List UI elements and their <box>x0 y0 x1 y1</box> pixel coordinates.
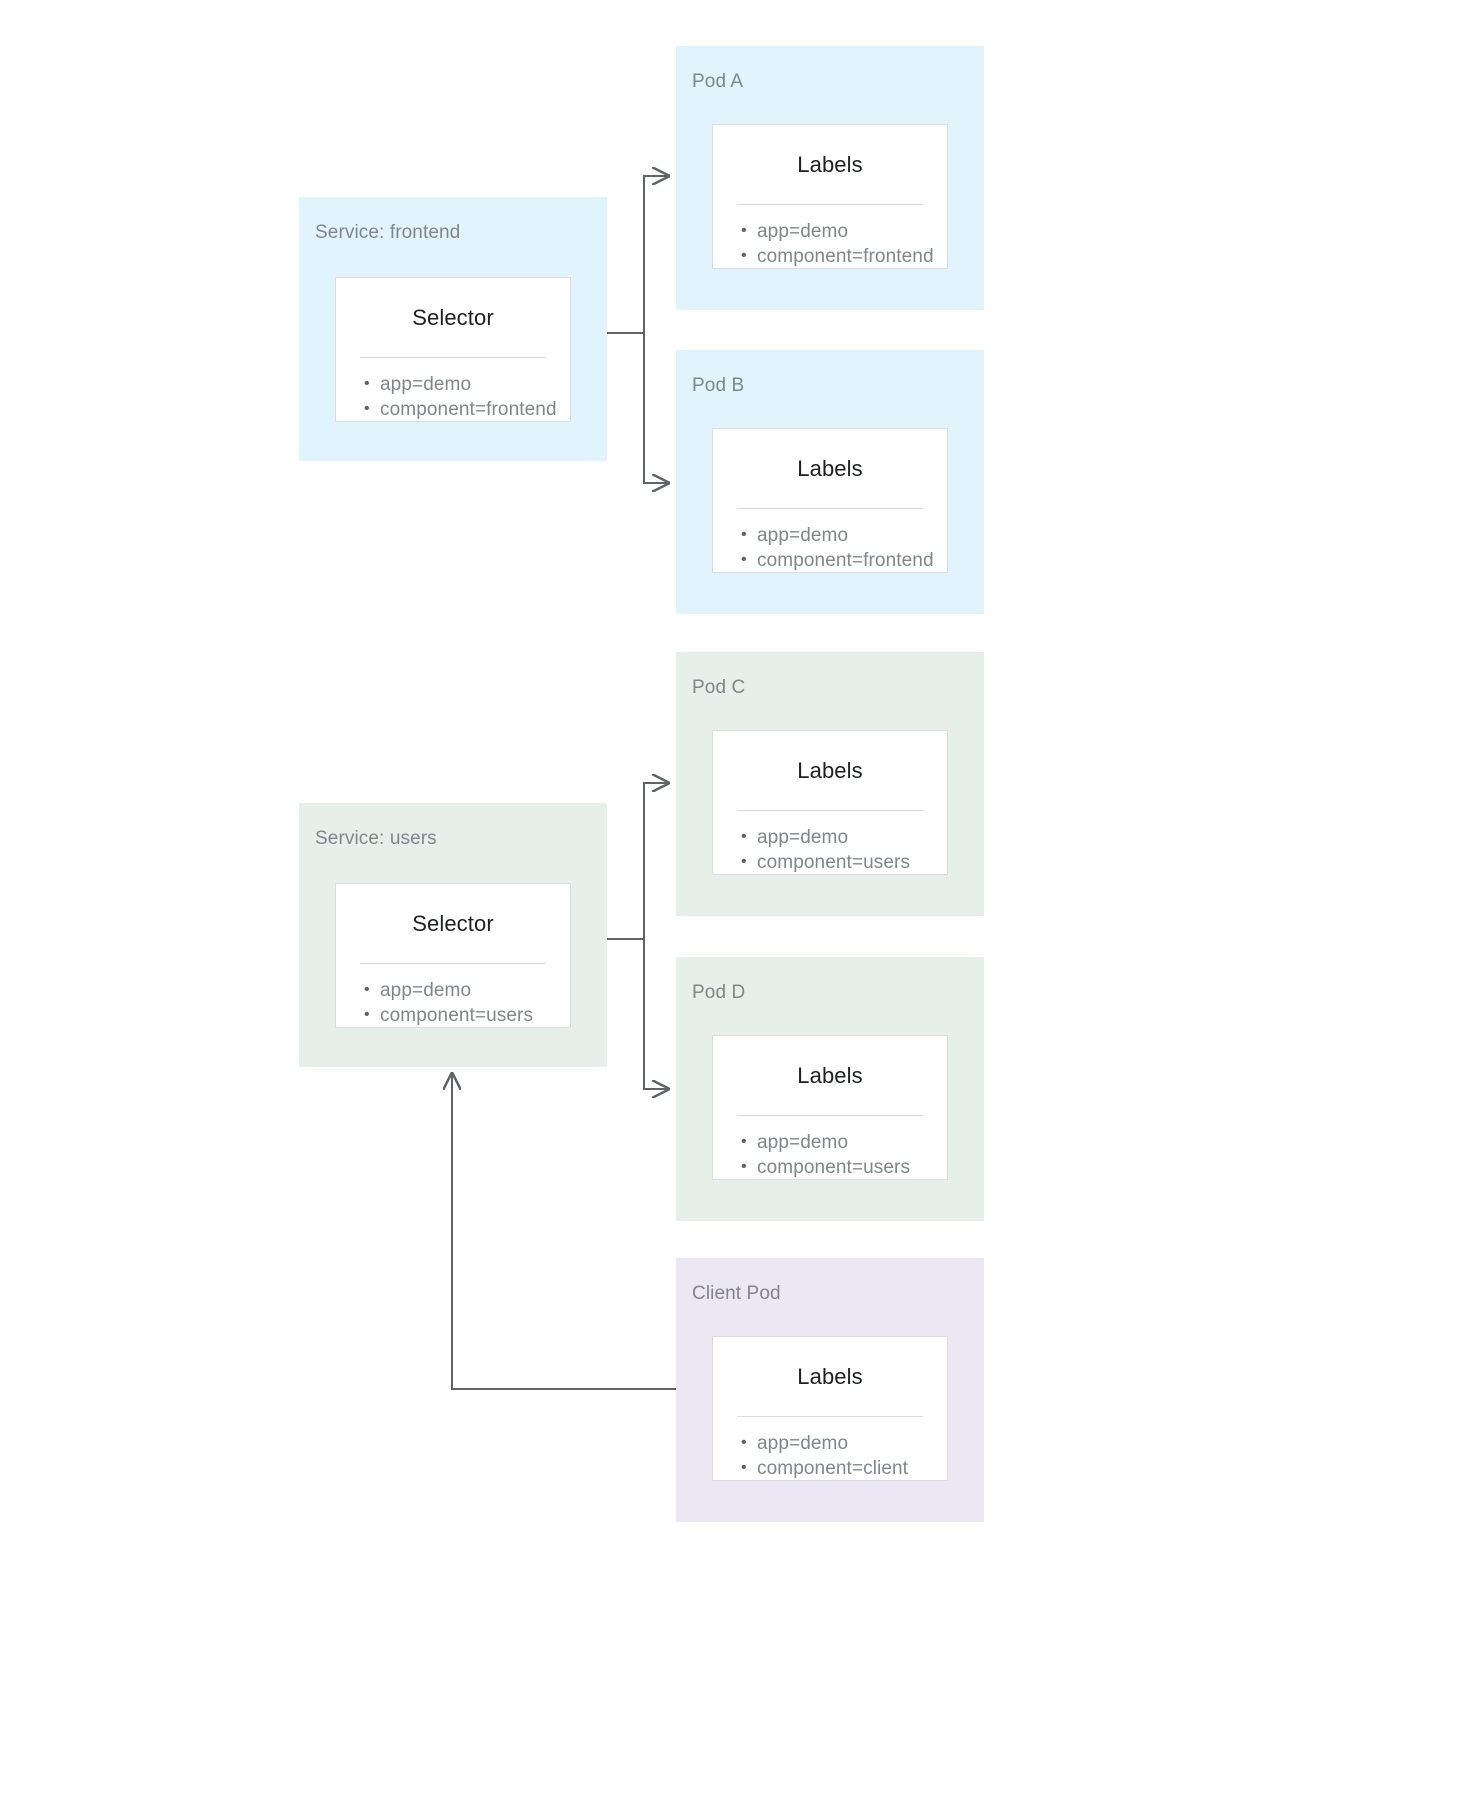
pod-a-labels-card[interactable]: Labels app=demo component=frontend <box>712 124 948 269</box>
pod-b-group[interactable]: Pod B Labels app=demo component=frontend <box>676 350 984 614</box>
pod-d-title: Pod D <box>692 982 746 1003</box>
service-users-group[interactable]: Service: users Selector app=demo compone… <box>299 803 607 1067</box>
card-divider <box>737 810 923 811</box>
card-divider <box>737 204 923 205</box>
pod-d-labels-card[interactable]: Labels app=demo component=users <box>712 1035 948 1180</box>
client-pod-group[interactable]: Client Pod Labels app=demo component=cli… <box>676 1258 984 1522</box>
pod-d-group[interactable]: Pod D Labels app=demo component=users <box>676 957 984 1221</box>
connector-frontend-to-pods <box>607 176 668 483</box>
card-divider <box>360 963 546 964</box>
labels-heading: Labels <box>797 152 863 177</box>
pod-c-labels-card[interactable]: Labels app=demo component=users <box>712 730 948 875</box>
pod-c-title: Pod C <box>692 677 746 698</box>
list-item: component=client <box>741 1455 947 1481</box>
card-divider <box>737 508 923 509</box>
labels-heading: Labels <box>797 1063 863 1088</box>
arrow-to-service-users <box>452 1074 676 1390</box>
connector-users-to-pods <box>607 783 668 1089</box>
arrow-to-pod-c <box>643 783 668 939</box>
list-item: app=demo <box>364 371 570 397</box>
selector-heading: Selector <box>412 305 494 330</box>
list-item: component=users <box>741 1154 947 1180</box>
pod-c-label-list: app=demo component=users <box>713 811 947 875</box>
pod-a-label-list: app=demo component=frontend <box>713 205 947 269</box>
arrow-to-pod-a <box>643 176 668 333</box>
service-frontend-group[interactable]: Service: frontend Selector app=demo comp… <box>299 197 607 461</box>
card-divider <box>737 1115 923 1116</box>
pod-b-label-list: app=demo component=frontend <box>713 509 947 573</box>
card-divider <box>360 357 546 358</box>
pod-a-title: Pod A <box>692 71 744 92</box>
arrow-to-pod-d <box>643 939 668 1089</box>
list-item: app=demo <box>741 522 947 548</box>
service-users-selector-card[interactable]: Selector app=demo component=users <box>335 883 571 1028</box>
pod-c-group[interactable]: Pod C Labels app=demo component=users <box>676 652 984 916</box>
list-item: app=demo <box>741 1430 947 1456</box>
list-item: component=users <box>741 849 947 875</box>
labels-heading: Labels <box>797 1364 863 1389</box>
list-item: component=frontend <box>741 547 947 573</box>
list-item: app=demo <box>741 218 947 244</box>
client-pod-labels-card[interactable]: Labels app=demo component=client <box>712 1336 948 1481</box>
list-item: component=frontend <box>741 243 947 269</box>
pod-d-label-list: app=demo component=users <box>713 1116 947 1180</box>
labels-heading: Labels <box>797 456 863 481</box>
client-pod-title: Client Pod <box>692 1283 781 1304</box>
list-item: app=demo <box>741 824 947 850</box>
list-item: component=users <box>364 1002 570 1028</box>
selector-label-list: app=demo component=users <box>336 964 570 1028</box>
list-item: component=frontend <box>364 396 570 422</box>
pod-b-labels-card[interactable]: Labels app=demo component=frontend <box>712 428 948 573</box>
list-item: app=demo <box>364 977 570 1003</box>
service-frontend-selector-card[interactable]: Selector app=demo component=frontend <box>335 277 571 422</box>
card-divider <box>737 1416 923 1417</box>
connector-client-to-users <box>452 1074 676 1390</box>
arrow-to-pod-b <box>643 333 668 483</box>
client-pod-label-list: app=demo component=client <box>713 1417 947 1481</box>
selector-label-list: app=demo component=frontend <box>336 358 570 422</box>
pod-a-group[interactable]: Pod A Labels app=demo component=frontend <box>676 46 984 310</box>
labels-heading: Labels <box>797 758 863 783</box>
service-frontend-title: Service: frontend <box>315 222 461 243</box>
selector-heading: Selector <box>412 911 494 936</box>
list-item: app=demo <box>741 1129 947 1155</box>
pod-b-title: Pod B <box>692 375 745 396</box>
service-users-title: Service: users <box>315 828 437 849</box>
